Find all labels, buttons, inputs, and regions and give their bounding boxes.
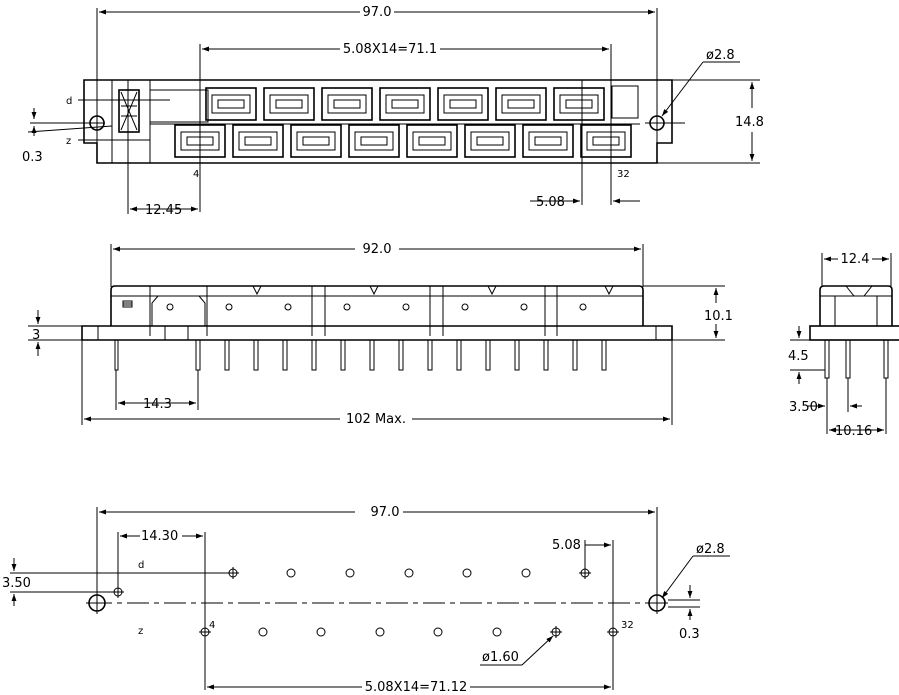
pcb-dim-hole: ø2.8: [696, 542, 725, 557]
pcb-row-d-holes: [227, 567, 591, 579]
end-dim-pin-len: 4.5: [788, 349, 809, 364]
top-pin-first: 4: [193, 169, 199, 180]
pin: [514, 339, 520, 371]
side-housing-outline: [110, 285, 644, 326]
contact-row-d: [205, 87, 605, 121]
pin: [543, 339, 549, 371]
contact-cavity: [205, 87, 257, 121]
pin: [398, 339, 404, 371]
contact-row-z: [174, 124, 632, 158]
pcb-hole: [316, 627, 326, 637]
top-view: 97.0 5.08X14=71.1 d z: [22, 5, 764, 218]
side-dim-first-pin: 14.3: [143, 397, 172, 412]
end-dim-row2: 10.16: [835, 424, 872, 439]
pcb-row-z-holes: [199, 626, 619, 638]
top-pin-last: 32: [617, 169, 630, 180]
pin: [311, 339, 317, 371]
pcb-pin-last: 32: [621, 620, 634, 631]
pcb-dim-first: 14.30: [141, 529, 178, 544]
end-housing-outline: [819, 285, 893, 326]
top-dim-hole: ø2.8: [706, 48, 735, 63]
pin: [883, 339, 889, 379]
contact-cavity: [232, 124, 284, 158]
pin: [369, 339, 375, 371]
pin: [195, 339, 201, 371]
pcb-hole: [375, 627, 385, 637]
contact-cavity: [522, 124, 574, 158]
top-row-label-d: d: [66, 96, 72, 107]
pin: [485, 339, 491, 371]
end-flange: [809, 325, 899, 341]
pin: [340, 339, 346, 371]
pcb-layout-view: 97.0 14.30 5.08 ø2.8 3.50 d z: [2, 505, 730, 695]
pcb-pin-first: 4: [209, 620, 215, 631]
end-dim-row1: 3.50: [789, 400, 818, 415]
top-row-label-z: z: [66, 136, 71, 147]
pcb-row-label-z: z: [138, 626, 143, 637]
pcb-dim-row: 3.50: [2, 576, 31, 591]
pin: [845, 339, 851, 379]
top-dim-first: 12.45: [145, 203, 182, 218]
pin: [601, 339, 607, 371]
top-dim-height: 14.8: [735, 115, 764, 130]
contact-cavity: [464, 124, 516, 158]
pcb-dim-offset: 0.3: [679, 627, 700, 642]
pcb-hole: [258, 627, 268, 637]
pin: [572, 339, 578, 371]
pcb-hole: [345, 568, 355, 578]
contact-cavity: [580, 124, 632, 158]
pin: [427, 339, 433, 371]
pcb-hole: [521, 568, 531, 578]
top-dim-overall: 97.0: [363, 5, 392, 20]
pcb-row-label-d: d: [138, 560, 144, 571]
end-dim-width: 12.4: [841, 252, 870, 267]
contact-cavity: [495, 87, 547, 121]
pcb-hole: [433, 627, 443, 637]
pin: [282, 339, 288, 371]
top-dim-pitch: 5.08: [536, 195, 565, 210]
contact-cavity: [379, 87, 431, 121]
top-dim-offset: 0.3: [22, 150, 43, 165]
contact-cavity: [321, 87, 373, 121]
side-dim-body: 92.0: [363, 242, 392, 257]
contact-cavity: [290, 124, 342, 158]
pcb-dim-overall: 97.0: [371, 505, 400, 520]
pcb-hole: [404, 568, 414, 578]
pcb-hole: [492, 627, 502, 637]
pcb-dim-pitch-total: 5.08X14=71.12: [365, 680, 468, 695]
top-dim-pitch-total: 5.08X14=71.1: [343, 42, 437, 57]
contact-cavity: [406, 124, 458, 158]
end-view: 12.4 4.5 3.50 10.16: [788, 252, 899, 439]
contact-cavity: [553, 87, 605, 121]
pcb-dim-drill: ø1.60: [482, 650, 519, 665]
pcb-dim-pitch: 5.08: [552, 538, 581, 553]
side-dim-max: 102 Max.: [346, 412, 406, 427]
pcb-hole: [286, 568, 296, 578]
contact-cavity: [348, 124, 400, 158]
contact-cavity: [263, 87, 315, 121]
top-latch: [118, 89, 140, 133]
side-view: 92.0 10.1 3: [28, 242, 733, 427]
pin: [456, 339, 462, 371]
pcb-hole: [462, 568, 472, 578]
contact-cavity: [437, 87, 489, 121]
pin: [824, 339, 830, 379]
pin: [224, 339, 230, 371]
contact-cavity: [174, 124, 226, 158]
side-dim-flange: 3: [32, 328, 40, 343]
side-dim-height: 10.1: [704, 309, 733, 324]
pin: [253, 339, 259, 371]
side-flange: [81, 325, 673, 341]
